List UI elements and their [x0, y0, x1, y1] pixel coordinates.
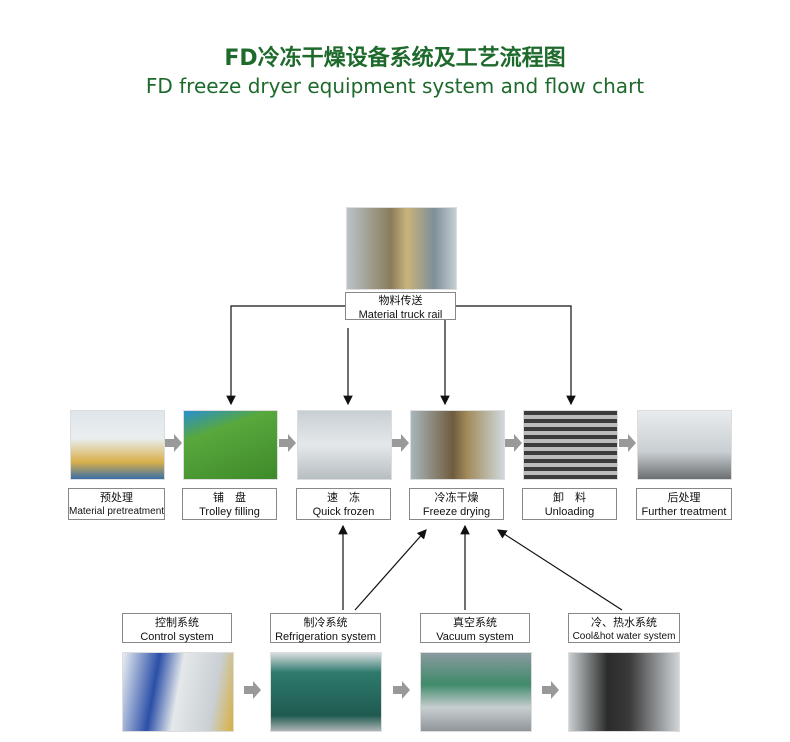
arrow-to-unloading — [456, 305, 576, 406]
trolley-filling-photo — [183, 410, 278, 480]
arrow-refrig-to-drying — [354, 529, 427, 611]
water-system-photo — [568, 652, 680, 732]
further-treatment-photo — [637, 410, 732, 480]
refrigeration-system-photo — [270, 652, 382, 732]
control-system-photo — [122, 652, 234, 732]
unloading-photo — [523, 410, 618, 480]
title-chinese: FD冷冻干燥设备系统及工艺流程图 — [224, 46, 566, 71]
quick-frozen-photo — [297, 410, 392, 480]
vacuum-system-photo — [420, 652, 532, 732]
arrow-water-to-drying — [496, 529, 623, 611]
arrow-to-trolley — [226, 305, 345, 406]
truck-rail-photo — [346, 207, 457, 290]
title-english: FD freeze dryer equipment system and flo… — [145, 74, 645, 98]
pretreatment-photo — [70, 410, 165, 480]
freeze-drying-photo — [410, 410, 505, 480]
